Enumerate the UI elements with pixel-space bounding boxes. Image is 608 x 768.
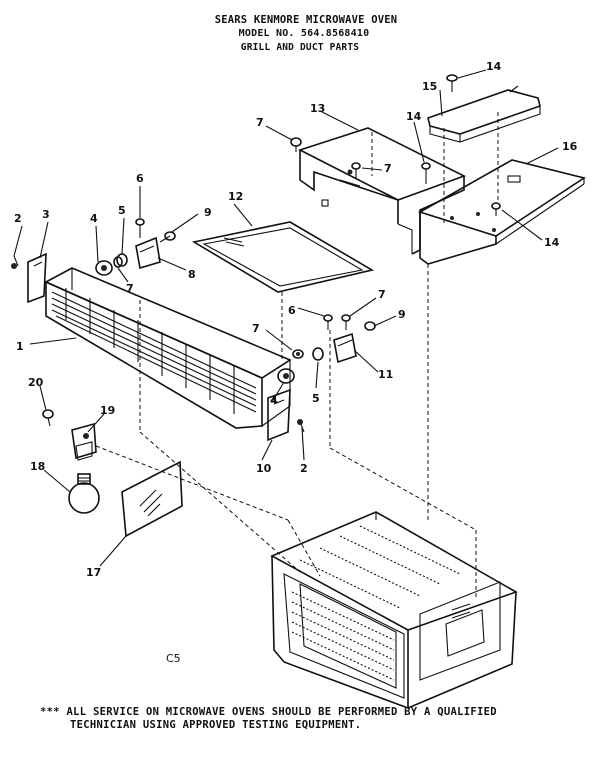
callout-15: 15 (422, 80, 437, 93)
callout-18: 18 (30, 460, 45, 473)
part-6-screw-right (323, 314, 333, 330)
callout-3: 3 (42, 208, 50, 221)
part-14-screw-top (446, 74, 458, 92)
callout-10: 10 (256, 462, 272, 475)
part-10-side-bracket-right (267, 388, 291, 442)
grill-slots (51, 288, 257, 414)
page-code: C5 (166, 652, 181, 665)
callout-5-left: 5 (118, 204, 126, 217)
part-12-filter-screen (191, 221, 375, 360)
callout-14-top: 14 (486, 60, 502, 73)
part-19-lamp-socket (71, 422, 97, 461)
model-number: MODEL NO. 564.8568410 (238, 28, 370, 39)
callout-14-right: 14 (544, 236, 560, 249)
part-8-hinge-bracket (135, 236, 161, 270)
callout-numbers: 2 3 4 5 6 9 7 8 1 12 7 13 7 14 15 14 16 … (14, 60, 578, 665)
callout-19: 19 (100, 404, 115, 417)
callout-11: 11 (378, 368, 393, 381)
part-1-front-grill (44, 267, 301, 573)
callout-4-left: 4 (90, 212, 98, 225)
part-7-screw-top-mid (351, 162, 361, 178)
callout-7-left: 7 (126, 282, 134, 295)
callout-7-right: 7 (252, 322, 260, 335)
callout-8: 8 (188, 268, 196, 281)
leader-lines (13, 69, 559, 567)
callout-12: 12 (228, 190, 243, 203)
callout-6-left: 6 (136, 172, 144, 185)
callout-6-right: 6 (288, 304, 296, 317)
service-warning-line-1: *** ALL SERVICE ON MICROWAVE OVENS SHOUL… (40, 706, 497, 718)
part-7-washer-right (292, 349, 304, 359)
part-11-hinge-bracket-right (333, 332, 357, 364)
oven-cabinet (270, 511, 518, 710)
part-6-screw-top (135, 218, 145, 238)
part-9-screw-upper (159, 231, 176, 243)
part-5-nut-right (312, 347, 324, 361)
diagram-title: SEARS KENMORE MICROWAVE OVEN (214, 14, 398, 26)
part-7-screw-top-left (290, 137, 302, 152)
part-14-screw-right (491, 202, 501, 216)
part-3-side-bracket-left (27, 252, 47, 304)
callout-9-left: 9 (204, 206, 212, 219)
callout-7-right-top: 7 (378, 288, 386, 301)
callout-7-mid: 7 (384, 162, 392, 175)
callout-17: 17 (86, 566, 101, 579)
part-16-duct-base (418, 159, 586, 520)
part-18-lamp-bulb (68, 473, 100, 514)
callout-20: 20 (28, 376, 44, 389)
part-20-screw-lamp (42, 409, 54, 427)
part-9-screw-right (364, 321, 376, 331)
part-7-screw-right (341, 314, 351, 330)
callout-13: 13 (310, 102, 325, 115)
part-4-clip-left (95, 260, 113, 276)
part-7-washer-left (113, 256, 123, 268)
part-13-duct-housing (297, 127, 467, 255)
part-17-window-glass (121, 460, 183, 538)
part-2-screw-left (11, 255, 19, 269)
callout-16: 16 (562, 140, 578, 153)
part-2-screw-right (297, 419, 305, 433)
callout-5-right: 5 (312, 392, 320, 405)
callout-9-right: 9 (398, 308, 406, 321)
cabinet-shading (291, 525, 461, 681)
callout-14-mid: 14 (406, 110, 422, 123)
part-4-clip-right (277, 368, 295, 384)
section-title: GRILL AND DUCT PARTS (240, 42, 360, 53)
part-14-screw-mid (421, 162, 431, 184)
callout-4-right: 4 (270, 394, 278, 407)
callout-1: 1 (16, 340, 24, 353)
service-warning-line-2: TECHNICIAN USING APPROVED TESTING EQUIPM… (70, 719, 362, 731)
callout-2-right: 2 (300, 462, 308, 475)
part-15-duct-plate (427, 85, 541, 224)
callout-2-left: 2 (14, 212, 22, 225)
callout-7-top: 7 (256, 116, 264, 129)
